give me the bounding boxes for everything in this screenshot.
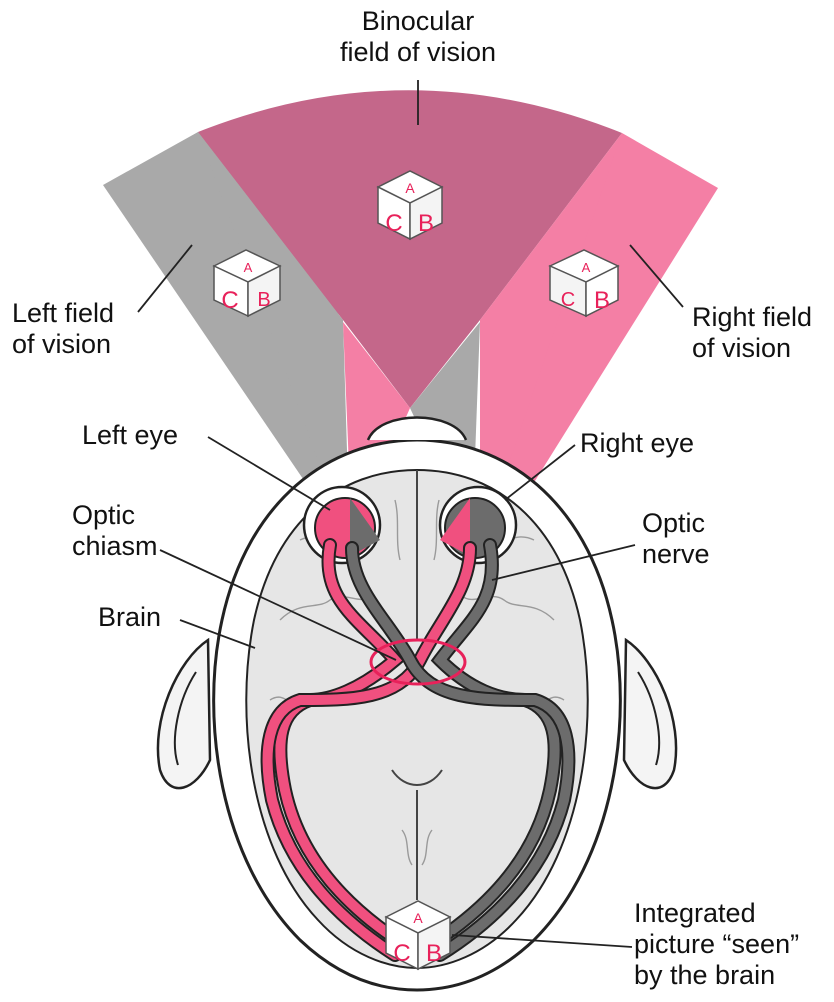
right-field-label: Right field of vision xyxy=(692,302,812,364)
cube-letter-right: B xyxy=(594,287,610,314)
left-eye-label: Left eye xyxy=(82,420,178,451)
cube-letter-right: B xyxy=(426,940,442,967)
optic-chiasm-label-line1: Optic xyxy=(72,500,158,531)
cube-letter-left: C xyxy=(561,289,575,311)
cube-letter-right: B xyxy=(257,289,270,311)
optic-chiasm-label: Optic chiasm xyxy=(72,500,158,562)
cube-letter-top: A xyxy=(582,260,591,275)
binocular-field-label-line2: field of vision xyxy=(338,37,498,68)
right-eye-label-text: Right eye xyxy=(580,428,694,459)
cube-letter-left: C xyxy=(393,940,410,967)
cube-letter-left: C xyxy=(221,287,238,314)
binocular-field-label-line1: Binocular xyxy=(338,6,498,37)
integrated-picture-label: Integrated picture “seen” by the brain xyxy=(634,898,799,991)
optic-chiasm-label-line2: chiasm xyxy=(72,531,158,562)
cube-letter-top: A xyxy=(405,180,415,196)
right-field-label-line1: Right field xyxy=(692,302,812,333)
left-field-label: Left field of vision xyxy=(12,298,114,360)
left-field-label-line1: Left field xyxy=(12,298,114,329)
brain-label: Brain xyxy=(98,602,161,633)
left-eye xyxy=(304,487,380,563)
optic-nerve-label-line2: nerve xyxy=(642,539,710,570)
cube-letter-left: C xyxy=(385,210,402,237)
right-eye-label: Right eye xyxy=(580,428,694,459)
left-ear xyxy=(158,640,210,788)
integrated-picture-label-line3: by the brain xyxy=(634,960,799,991)
right-field-label-line2: of vision xyxy=(692,333,812,364)
cube-letter-right: B xyxy=(418,210,434,237)
cube-letter-top: A xyxy=(244,260,253,275)
integrated-picture-label-line1: Integrated xyxy=(634,898,799,929)
left-eye-label-text: Left eye xyxy=(82,420,178,451)
right-ear xyxy=(624,640,676,788)
cube-letter-top: A xyxy=(413,910,423,926)
brain-label-text: Brain xyxy=(98,602,161,633)
right-eye xyxy=(440,487,516,563)
integrated-picture-label-line2: picture “seen” xyxy=(634,929,799,960)
left-field-label-line2: of vision xyxy=(12,329,114,360)
optic-nerve-label-line1: Optic xyxy=(642,508,710,539)
binocular-field-label: Binocular field of vision xyxy=(338,6,498,68)
optic-nerve-label: Optic nerve xyxy=(642,508,710,570)
